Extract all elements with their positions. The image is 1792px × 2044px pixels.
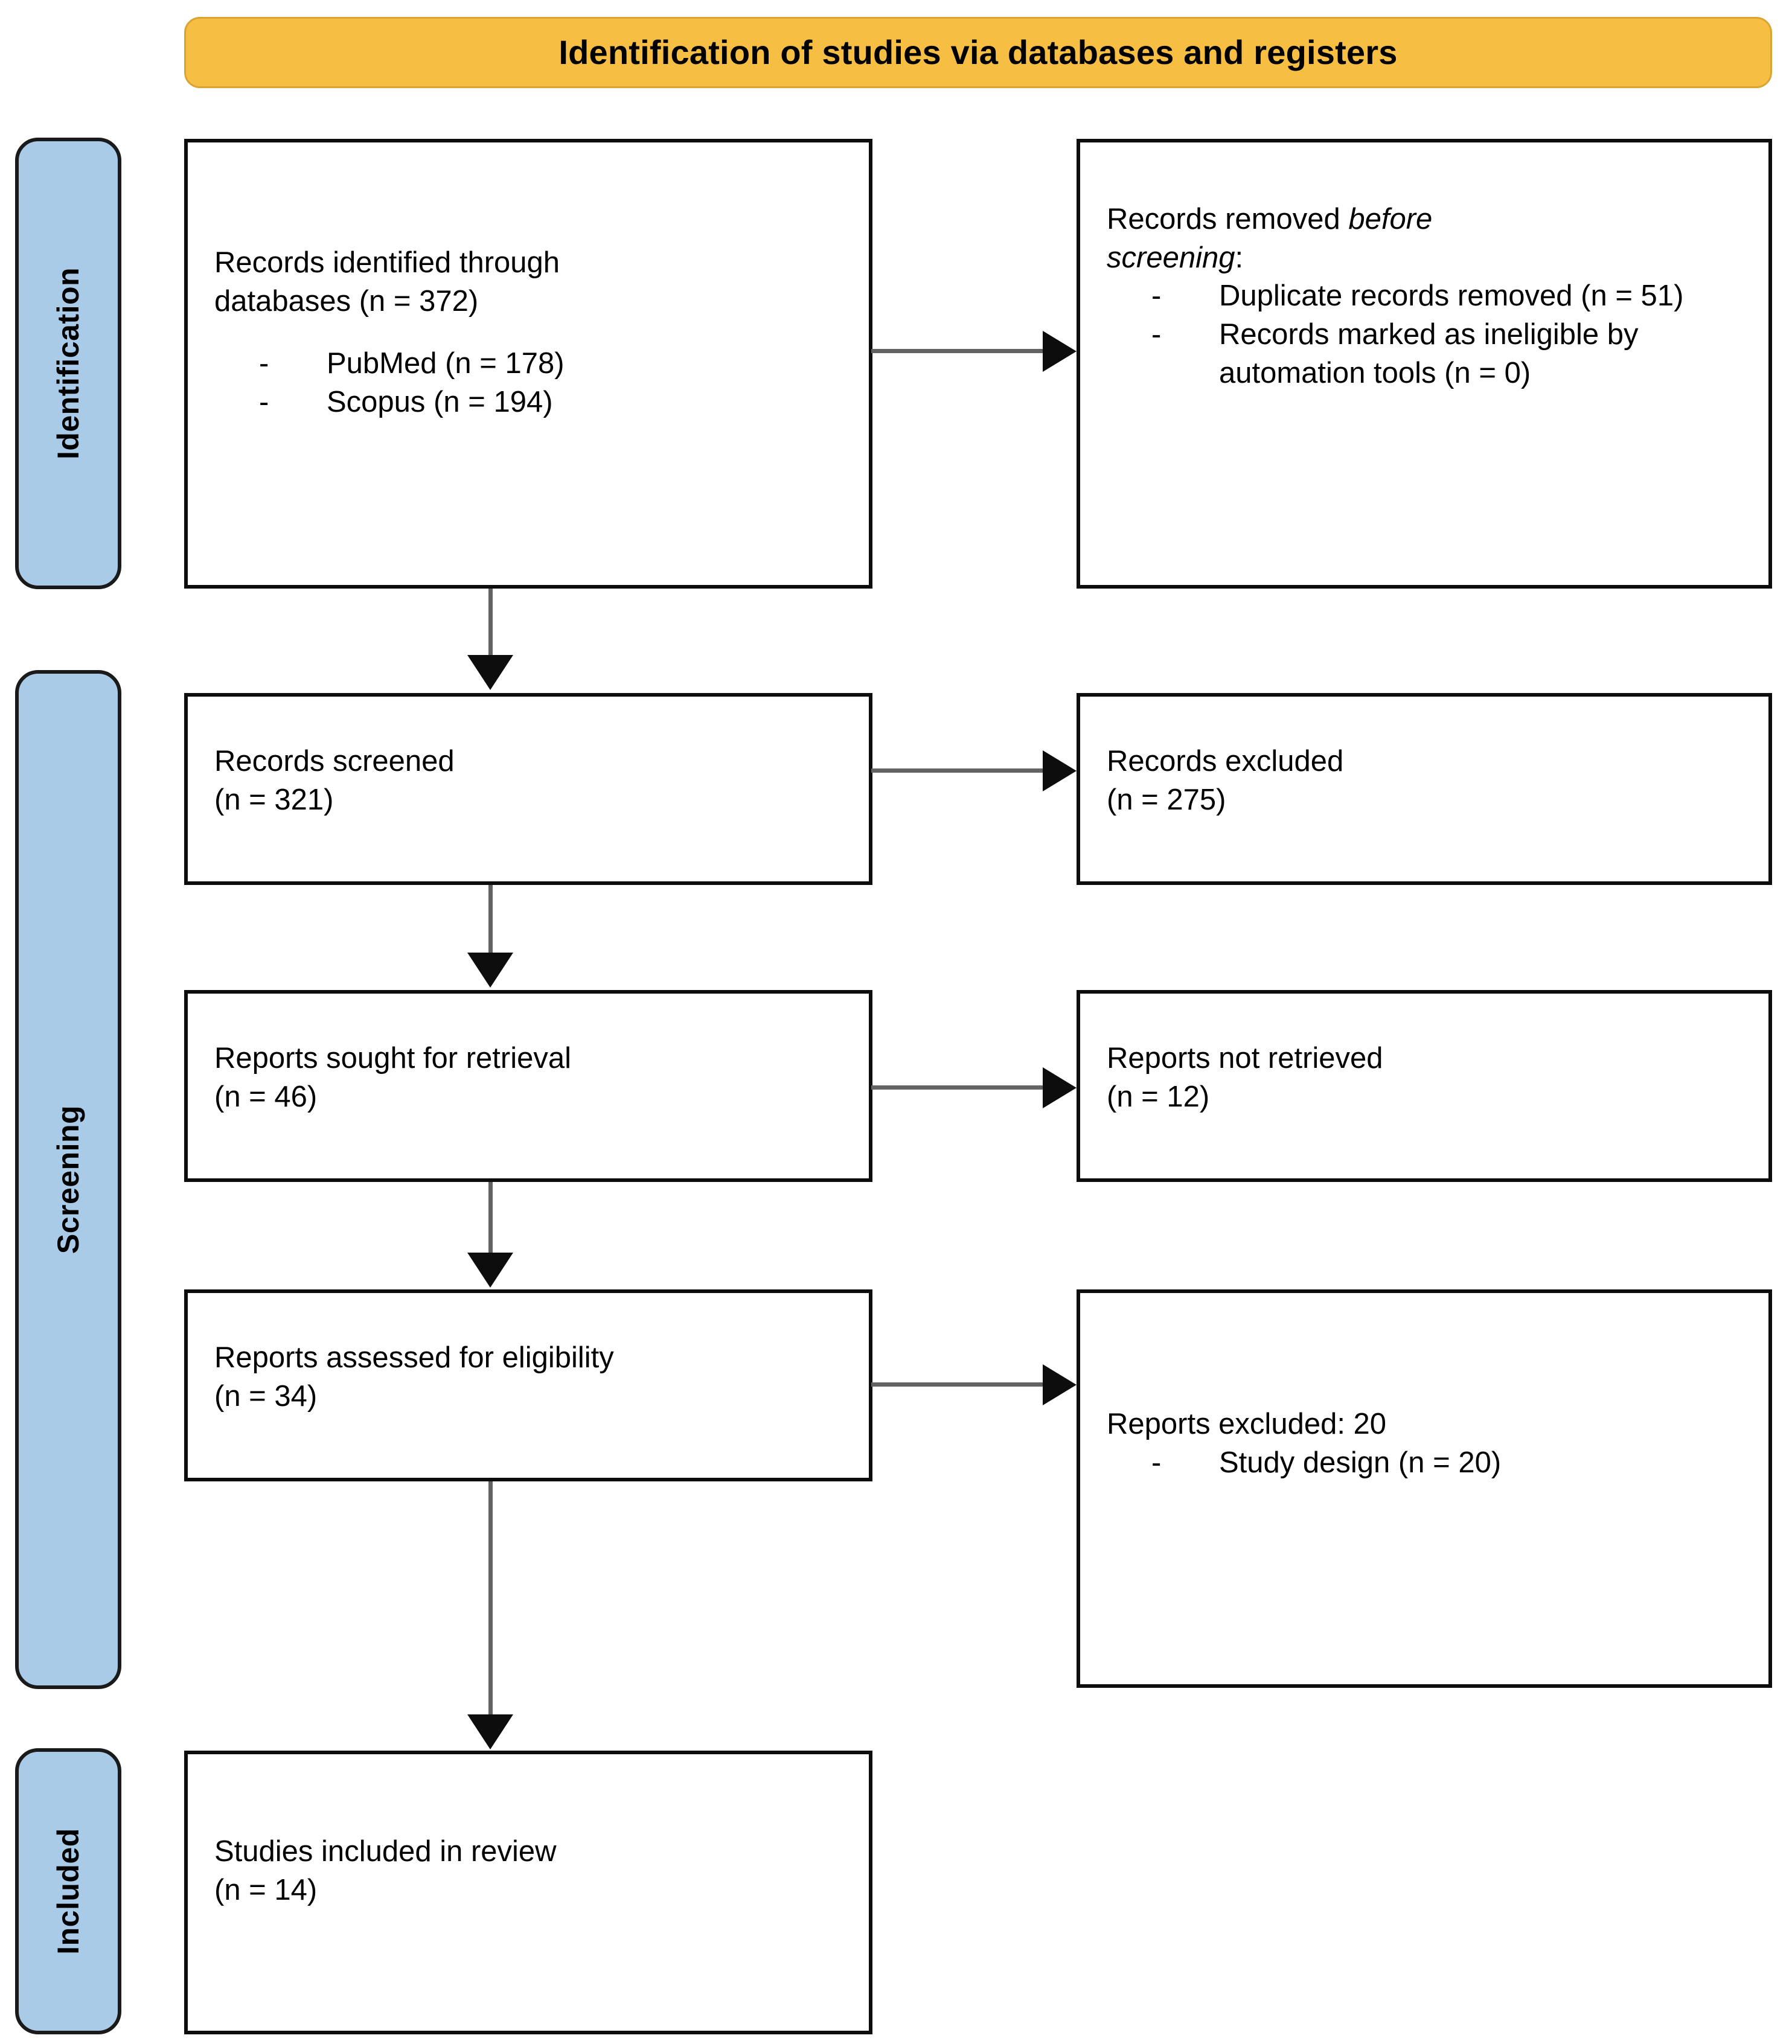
arrow-identified-to-screened-head bbox=[467, 655, 513, 690]
diagram-header-banner: Identification of studies via databases … bbox=[184, 17, 1772, 88]
box-reports-not-retrieved: Reports not retrieved (n = 12) bbox=[1077, 990, 1772, 1182]
stage-label-included: Included bbox=[51, 1828, 86, 1955]
reports-assessed-line1: Reports assessed for eligibility bbox=[214, 1341, 614, 1374]
arrow-screened-to-sought-line bbox=[488, 885, 493, 954]
arrow-identified-to-removed-line bbox=[871, 349, 1043, 353]
box-studies-included: Studies included in review (n = 14) bbox=[184, 1751, 872, 2034]
records-screened-line1: Records screened bbox=[214, 745, 455, 778]
records-identified-sources: PubMed (n = 178) Scopus (n = 194) bbox=[214, 345, 851, 421]
reports-excluded-line1: Reports excluded: 20 bbox=[1107, 1408, 1387, 1440]
records-removed-reasons: Duplicate records removed (n = 51) Recor… bbox=[1107, 277, 1744, 392]
list-item: Duplicate records removed (n = 51) bbox=[1107, 277, 1744, 316]
reports-assessed-line2: (n = 34) bbox=[214, 1379, 318, 1413]
arrow-assessed-to-excluded-head bbox=[1043, 1364, 1077, 1405]
list-item: Records marked as ineligible by automati… bbox=[1107, 316, 1744, 392]
records-identified-line1: Records identified through bbox=[214, 246, 560, 279]
arrow-identified-to-removed-head bbox=[1043, 331, 1077, 372]
arrow-identified-to-screened-line bbox=[488, 589, 493, 658]
arrow-assessed-to-included-head bbox=[467, 1714, 513, 1749]
arrow-screened-to-excluded-line bbox=[871, 768, 1043, 773]
arrow-sought-to-notretrieved-head bbox=[1043, 1067, 1077, 1108]
box-reports-assessed: Reports assessed for eligibility (n = 34… bbox=[184, 1289, 872, 1481]
arrow-sought-to-assessed-line bbox=[488, 1182, 493, 1254]
arrow-sought-to-assessed-head bbox=[467, 1253, 513, 1288]
reports-excluded-reasons: Study design (n = 20) bbox=[1107, 1444, 1750, 1483]
box-records-identified: Records identified through databases (n … bbox=[184, 139, 872, 589]
stage-bar-identification: Identification bbox=[15, 138, 121, 589]
studies-included-line1: Studies included in review bbox=[214, 1835, 557, 1868]
records-removed-line2: screening: bbox=[1107, 241, 1244, 274]
page-title: Identification of studies via databases … bbox=[558, 33, 1398, 72]
reports-sought-line1: Reports sought for retrieval bbox=[214, 1042, 571, 1075]
stage-bar-screening: Screening bbox=[15, 670, 121, 1689]
list-item: PubMed (n = 178) bbox=[214, 345, 851, 383]
arrow-screened-to-sought-head bbox=[467, 953, 513, 988]
records-excluded-line1: Records excluded bbox=[1107, 745, 1344, 778]
arrow-screened-to-excluded-head bbox=[1043, 750, 1077, 791]
box-records-excluded: Records excluded (n = 275) bbox=[1077, 693, 1772, 885]
reports-not-retrieved-line1: Reports not retrieved bbox=[1107, 1042, 1383, 1075]
stage-label-identification: Identification bbox=[51, 267, 86, 460]
records-removed-line1: Records removed before bbox=[1107, 203, 1433, 235]
box-records-removed-before-screening: Records removed before screening: Duplic… bbox=[1077, 139, 1772, 589]
stage-label-screening: Screening bbox=[51, 1105, 85, 1254]
records-excluded-line2: (n = 275) bbox=[1107, 783, 1226, 816]
arrow-assessed-to-included-line bbox=[488, 1481, 493, 1717]
list-item: Study design (n = 20) bbox=[1107, 1444, 1750, 1483]
records-identified-line2: databases (n = 372) bbox=[214, 284, 479, 318]
box-reports-sought: Reports sought for retrieval (n = 46) bbox=[184, 990, 872, 1182]
studies-included-line2: (n = 14) bbox=[214, 1873, 318, 1906]
records-screened-line2: (n = 321) bbox=[214, 783, 334, 816]
reports-not-retrieved-line2: (n = 12) bbox=[1107, 1080, 1210, 1113]
stage-bar-included: Included bbox=[15, 1748, 121, 2034]
box-records-screened: Records screened (n = 321) bbox=[184, 693, 872, 885]
arrow-assessed-to-excluded-line bbox=[871, 1382, 1043, 1387]
box-reports-excluded: Reports excluded: 20 Study design (n = 2… bbox=[1077, 1289, 1772, 1688]
list-item: Scopus (n = 194) bbox=[214, 383, 851, 422]
arrow-sought-to-notretrieved-line bbox=[871, 1085, 1043, 1090]
reports-sought-line2: (n = 46) bbox=[214, 1080, 318, 1113]
